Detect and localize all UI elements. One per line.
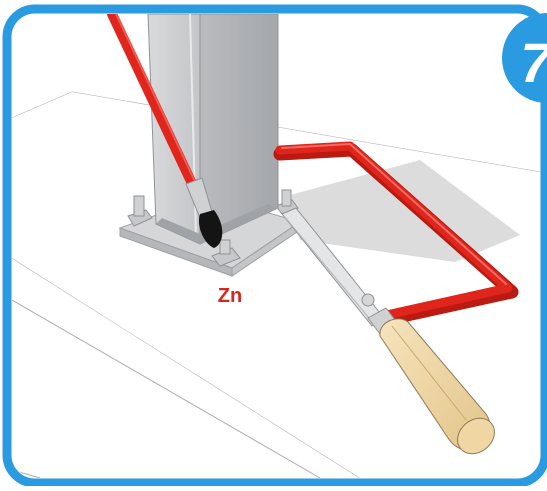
step-number: 7 bbox=[520, 31, 547, 94]
step-badge: 7 bbox=[502, 13, 547, 103]
post-shadow bbox=[290, 160, 520, 262]
saw-handle bbox=[379, 318, 495, 455]
anchor-bolt-left bbox=[127, 195, 153, 227]
frame-border bbox=[2, 4, 547, 488]
step-badge-circle bbox=[502, 13, 547, 103]
anchor-bolt-front bbox=[211, 239, 241, 267]
hacksaw-frame bbox=[273, 141, 519, 327]
zinc-label: Zn bbox=[218, 285, 242, 307]
anchor-bolt-right bbox=[275, 189, 299, 215]
paint-brush bbox=[107, 14, 223, 248]
